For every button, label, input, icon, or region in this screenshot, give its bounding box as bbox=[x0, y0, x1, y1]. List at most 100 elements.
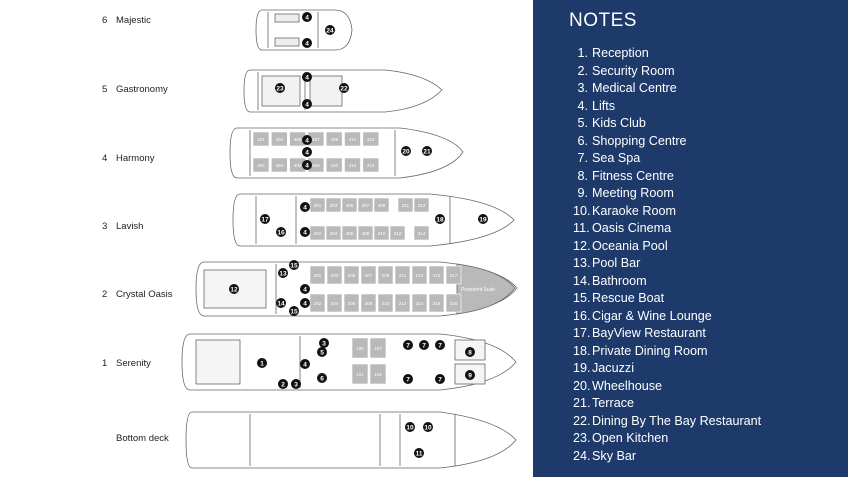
facility-marker[interactable]: 8 bbox=[465, 347, 475, 357]
facility-marker[interactable]: 19 bbox=[478, 214, 488, 224]
note-label: Jacuzzi bbox=[592, 361, 634, 375]
cabin-block bbox=[326, 265, 343, 285]
facility-marker[interactable]: 16 bbox=[276, 227, 286, 237]
note-number: 2. bbox=[577, 63, 588, 78]
cabin-number: 102 bbox=[374, 372, 382, 377]
facility-marker[interactable]: 11 bbox=[414, 448, 424, 458]
facility-marker[interactable]: 4 bbox=[300, 284, 310, 294]
marker-number: 4 bbox=[303, 287, 307, 294]
note-number: 6. bbox=[577, 133, 588, 148]
cabin-block bbox=[351, 363, 369, 385]
note-item: 9.Meeting Room bbox=[573, 185, 761, 203]
facility-marker[interactable]: 4 bbox=[302, 160, 312, 170]
facility-marker[interactable]: 18 bbox=[435, 214, 445, 224]
cabin-number: 206 bbox=[348, 301, 356, 306]
cabin-block bbox=[397, 197, 414, 213]
facility-marker[interactable]: 1 bbox=[257, 358, 267, 368]
facility-marker[interactable]: 4 bbox=[302, 99, 312, 109]
facility-marker[interactable]: 4 bbox=[300, 298, 310, 308]
note-label: Open Kitchen bbox=[592, 431, 669, 445]
facility-marker[interactable]: 13 bbox=[278, 268, 288, 278]
cabin-block bbox=[252, 131, 270, 147]
note-item: 6.Shopping Centre bbox=[573, 133, 761, 151]
marker-circle bbox=[339, 83, 349, 93]
facility-marker[interactable]: 4 bbox=[302, 147, 312, 157]
facility-marker[interactable]: 4 bbox=[300, 359, 310, 369]
marker-circle bbox=[300, 359, 310, 369]
cabin-number: 408 bbox=[312, 163, 320, 168]
marker-number: 7 bbox=[438, 343, 442, 350]
facility-marker[interactable]: 7 bbox=[403, 340, 413, 350]
facility-marker[interactable]: 6 bbox=[317, 373, 327, 383]
cabin-block bbox=[309, 265, 326, 285]
cabin-number: 412 bbox=[349, 163, 357, 168]
facility-marker[interactable]: 4 bbox=[300, 227, 310, 237]
cabin-block bbox=[326, 293, 343, 313]
marker-number: 10 bbox=[406, 425, 414, 432]
facility-marker[interactable]: 4 bbox=[302, 12, 312, 22]
marker-number: 14 bbox=[277, 301, 285, 308]
facility-marker[interactable]: 4 bbox=[302, 38, 312, 48]
facility-marker[interactable]: 5 bbox=[317, 347, 327, 357]
facility-marker[interactable]: 3 bbox=[319, 338, 329, 348]
cabin-block bbox=[341, 225, 358, 241]
marker-number: 4 bbox=[303, 230, 307, 237]
cabin-number: 308 bbox=[362, 231, 370, 236]
facility-marker[interactable]: 7 bbox=[403, 374, 413, 384]
note-label: Karaoke Room bbox=[592, 203, 676, 218]
marker-circle bbox=[403, 374, 413, 384]
facility-marker[interactable]: 12 bbox=[229, 284, 239, 294]
note-item: 4.Lifts bbox=[573, 98, 761, 116]
cabin-number: 218 bbox=[450, 301, 458, 306]
cabin-block bbox=[309, 225, 326, 241]
note-number: 18. bbox=[573, 343, 591, 358]
facility-marker[interactable]: 9 bbox=[465, 370, 475, 380]
marker-number: 24 bbox=[326, 28, 334, 35]
note-label: Wheelhouse bbox=[592, 378, 663, 393]
cabin-number: 207 bbox=[365, 273, 373, 278]
marker-circle bbox=[435, 214, 445, 224]
cabin-number: 311 bbox=[402, 203, 410, 208]
note-item: 11.Oasis Cinema bbox=[573, 220, 761, 238]
facility-marker[interactable]: 15 bbox=[289, 306, 299, 316]
facility-marker[interactable]: 7 bbox=[435, 340, 445, 350]
facility-marker[interactable]: 15 bbox=[289, 260, 299, 270]
cabin-number: 413 bbox=[367, 137, 375, 142]
facility-marker[interactable]: 7 bbox=[435, 374, 445, 384]
cabin-number: 309 bbox=[378, 203, 386, 208]
facility-marker[interactable]: 17 bbox=[260, 214, 270, 224]
cabin-number: 407 bbox=[312, 137, 320, 142]
note-number: 10. bbox=[573, 203, 591, 218]
facility-marker[interactable]: 10 bbox=[423, 422, 433, 432]
facility-marker[interactable]: 7 bbox=[419, 340, 429, 350]
marker-circle bbox=[317, 347, 327, 357]
facility-marker[interactable]: 23 bbox=[275, 83, 285, 93]
facility-marker[interactable]: 21 bbox=[422, 146, 432, 156]
note-number: 9. bbox=[577, 186, 588, 200]
facility-marker[interactable]: 4 bbox=[302, 72, 312, 82]
cabin-block bbox=[252, 157, 270, 173]
facility-marker[interactable]: 20 bbox=[401, 146, 411, 156]
facility-marker[interactable]: 2 bbox=[278, 379, 288, 389]
facility-marker[interactable]: 4 bbox=[300, 202, 310, 212]
facility-marker[interactable]: 10 bbox=[405, 422, 415, 432]
cabin-block bbox=[369, 337, 387, 359]
facility-marker[interactable]: 3 bbox=[291, 379, 301, 389]
marker-circle bbox=[276, 298, 286, 308]
facility-marker[interactable]: 22 bbox=[339, 83, 349, 93]
note-item: 20.Wheelhouse bbox=[573, 378, 761, 396]
cabin-number: 406 bbox=[294, 163, 302, 168]
marker-circle bbox=[300, 298, 310, 308]
facility-marker[interactable]: 4 bbox=[302, 135, 312, 145]
marker-number: 20 bbox=[402, 149, 410, 156]
marker-circle bbox=[317, 373, 327, 383]
facility-marker[interactable]: 24 bbox=[325, 25, 335, 35]
facility-marker[interactable]: 14 bbox=[276, 298, 286, 308]
note-item: 3.Medical Centre bbox=[573, 80, 761, 98]
marker-number: 23 bbox=[276, 86, 284, 93]
